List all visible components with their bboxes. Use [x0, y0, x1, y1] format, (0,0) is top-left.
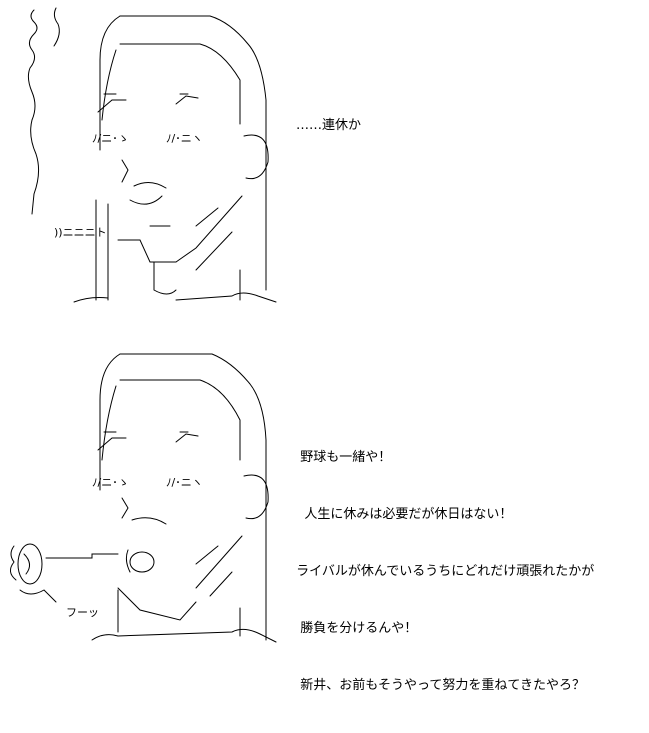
- eyes-left: ﾉ/ニ･ゝ: [92, 476, 129, 489]
- smoke-puff: [10, 545, 17, 581]
- caption-line: 新井、お前もそうやって努力を重ねてきたやろ？: [292, 678, 585, 693]
- ascii-art-exhaling-man: ﾉ/ニ･ゝ ﾉ/･ニヽ フーッ: [0, 340, 300, 662]
- eyes-right: ﾉ/･ニヽ: [166, 476, 203, 489]
- bottom-panel: ﾉ/ニ･ゝ ﾉ/･ニヽ フーッ 野: [0, 340, 649, 693]
- ascii-art-smoking-man: ﾉ/ニ･ゝ ﾉ/･ニヽ ))ニニニト: [0, 0, 300, 330]
- caption-line: 勝負を分けるんや！: [292, 621, 418, 636]
- caption-line: 野球も一緒や！: [292, 450, 392, 465]
- caption: ……連休か: [296, 78, 361, 173]
- caption-line: ライバルが休んでいるうちにどれだけ頑張れたかが: [292, 564, 595, 579]
- exhale-sound: フーッ: [66, 606, 99, 619]
- ear: [243, 134, 269, 180]
- head-outline: [119, 353, 267, 641]
- top-panel: ﾉ/ニ･ゝ ﾉ/･ニヽ ))ニニニト ……連休か: [0, 0, 649, 330]
- caption-line: ……連休か: [296, 118, 362, 133]
- cigarette: ))ニニニト: [54, 226, 107, 239]
- smoke-trail: [27, 9, 40, 215]
- caption-line: 人生に休みは必要だが休日はない！: [292, 507, 513, 522]
- eyes-right: ﾉ/･ニヽ: [166, 132, 203, 145]
- caption: 野球も一緒や！ 人生に休みは必要だが休日はない！ ライバルが休んでいるうちにどれ…: [292, 410, 594, 733]
- eyes-left: ﾉ/ニ･ゝ: [92, 132, 129, 145]
- ear: [243, 474, 269, 520]
- head-outline: [119, 15, 267, 291]
